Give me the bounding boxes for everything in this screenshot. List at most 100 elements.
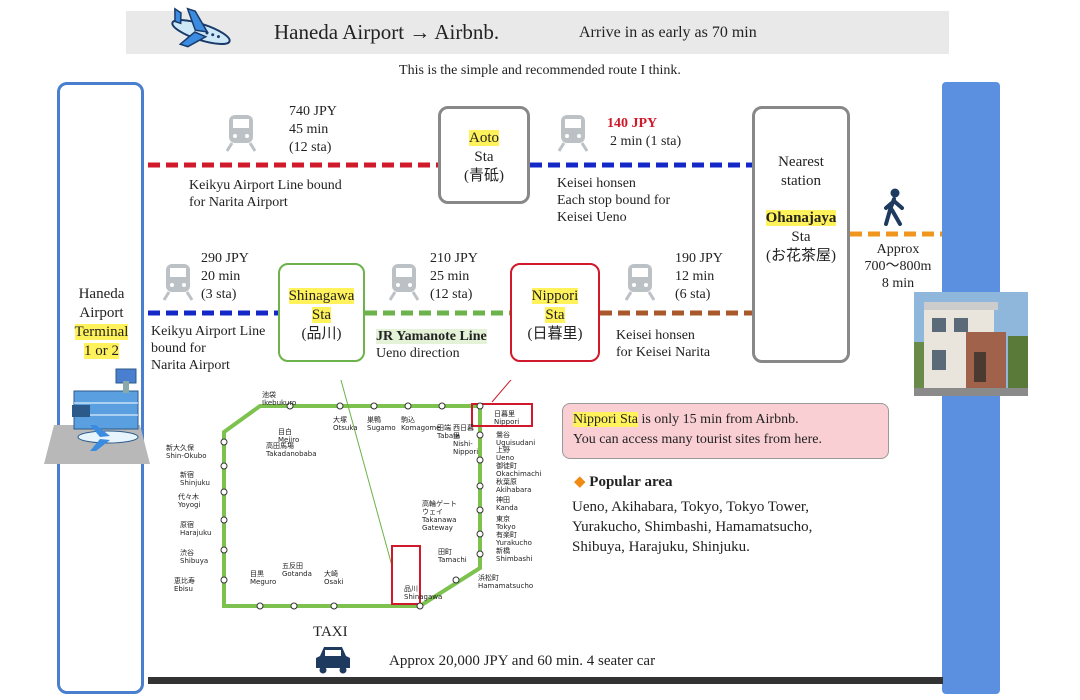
bottom-seg1-stops: (3 sta) [201, 287, 237, 302]
airplane-icon [171, 7, 231, 48]
ohanajaya-name: Ohanajaya [765, 210, 837, 226]
map-station-en: Komagome [401, 424, 441, 432]
map-station-en: Meguro [250, 578, 277, 586]
bottom-seg3-info: 190 JPY 12 min (6 sta) [675, 250, 723, 304]
map-station-en: Ebisu [174, 585, 193, 593]
map-station-jp: 目黒 [250, 570, 264, 578]
bottom-seg1-line3: Narita Airport [151, 358, 230, 373]
map-station-jp: 新橋 [496, 547, 510, 555]
map-station-jp: 新宿 [180, 471, 194, 479]
map-station-jp: 有楽町 [496, 531, 517, 539]
nippori-name: Nippori [531, 288, 579, 304]
shinagawa-sta: Sta [311, 307, 332, 323]
map-station-en: Tabata [437, 432, 461, 440]
map-station-jp: 池袋 [262, 391, 276, 399]
popular-area-list: Ueno, Akihabara, Tokyo, Tokyo Tower, Yur… [572, 497, 892, 557]
top-seg1-line-desc: Keikyu Airport Line bound for Narita Air… [189, 177, 342, 211]
terminal-line4: 1 or 2 [84, 343, 119, 359]
bottom-seg3-stops: (6 sta) [675, 287, 711, 302]
train-icon [558, 115, 588, 152]
map-station-jp: 品川 [404, 585, 418, 593]
map-station-jp: 目白 [278, 428, 292, 436]
map-station-jp: 五反田 [282, 562, 303, 570]
terminal-line2: Airport [79, 305, 124, 321]
arrive-subtitle: Arrive in as early as 70 min [579, 24, 757, 41]
map-station-jp: 上野 [496, 446, 510, 454]
bottom-seg2-line: JR Yamanote Line [376, 329, 487, 344]
map-station-en: Mejiro [278, 436, 300, 444]
top-seg2-time: 2 min (1 sta) [610, 134, 682, 149]
diamond-icon: ◆ [574, 474, 586, 490]
bottom-seg3-line-desc: Keisei honsen for Keisei Narita [616, 327, 710, 361]
map-station-en: Tokyo [496, 523, 516, 531]
top-seg1-info: 740 JPY 45 min (12 sta) [289, 103, 337, 157]
nippori-jp: (日暮里) [527, 326, 583, 342]
bottom-seg3-line2: for Keisei Narita [616, 345, 711, 360]
map-station-en: Ikebukuro [262, 399, 297, 407]
top-seg2-line: Keisei honsen [557, 176, 636, 191]
map-station-en: Ueno [496, 454, 515, 462]
map-station-jp: 神田 [496, 496, 510, 504]
map-station-en: Akihabara [496, 486, 532, 494]
map-station-en: Yurakucho [496, 539, 532, 547]
station-aoto: Aoto Sta (青砥) [438, 106, 530, 204]
map-station-en: Hamamatsucho [478, 582, 534, 590]
map-station-en: Yoyogi [178, 501, 201, 509]
map-station-jp: 高輪ゲートウェイ [422, 500, 457, 516]
taxi-label: TAXI [313, 624, 348, 640]
popular-line1: Ueno, Akihabara, Tokyo, Tokyo Tower, [572, 499, 810, 515]
nearest-label: Nearest [778, 154, 824, 170]
nippori-note-text: is only 15 min from Airbnb. [637, 412, 799, 427]
ohanajaya-jp: (お花茶屋) [766, 248, 836, 264]
map-station-jp: 原宿 [180, 521, 194, 529]
top-seg2-line-desc: Keisei honsen Each stop bound for Keisei… [557, 175, 670, 226]
map-station-en: Shimbashi [496, 555, 533, 563]
map-station-en: Takadanobaba [266, 450, 317, 458]
map-station-jp: 日暮里 [494, 410, 515, 418]
station-ohanajaya: Nearest station Ohanajaya Sta (お花茶屋) [752, 106, 850, 363]
terminal-line1: Haneda [78, 286, 125, 302]
haneda-terminal-box [57, 82, 144, 694]
bottom-seg2-line-desc: JR Yamanote Line Ueno direction [376, 328, 487, 362]
top-seg2-line3: Keisei Ueno [557, 210, 627, 225]
shinagawa-name: Shinagawa [288, 288, 355, 304]
nippori-note-highlight: Nippori Sta [573, 412, 638, 427]
map-station-jp: 大崎 [324, 570, 338, 578]
bottom-seg3-price: 190 JPY [675, 251, 723, 266]
map-station-en: Shinagawa [404, 593, 443, 601]
nippori-note-line2: You can access many tourist sites from h… [573, 432, 822, 447]
bottom-seg1-line2: bound for [151, 341, 206, 356]
nippori-sta: Sta [545, 307, 565, 323]
bottom-seg3-line: Keisei honsen [616, 328, 695, 343]
popular-line2: Yurakucho, Shimbashi, Hamamatsucho, [572, 519, 813, 535]
station-label: station [781, 173, 821, 189]
taxi-route-line [148, 677, 943, 684]
nippori-pointer [491, 380, 512, 403]
bottom-seg2-line2: Ueno direction [376, 346, 460, 361]
map-station-jp: 田町 [438, 548, 452, 556]
map-station-jp: 田端 [437, 424, 451, 432]
taxi-icon [316, 647, 350, 674]
bottom-seg1-line: Keikyu Airport Line [151, 324, 266, 339]
header-bar [126, 11, 949, 54]
airport-icon [44, 368, 150, 464]
aoto-sta: Sta [474, 149, 494, 165]
map-station-en: Kanda [496, 504, 518, 512]
house-photo [914, 292, 1028, 396]
page-title: Haneda Airport → Airbnb. [274, 20, 500, 44]
map-station-en: Sugamo [367, 424, 396, 432]
